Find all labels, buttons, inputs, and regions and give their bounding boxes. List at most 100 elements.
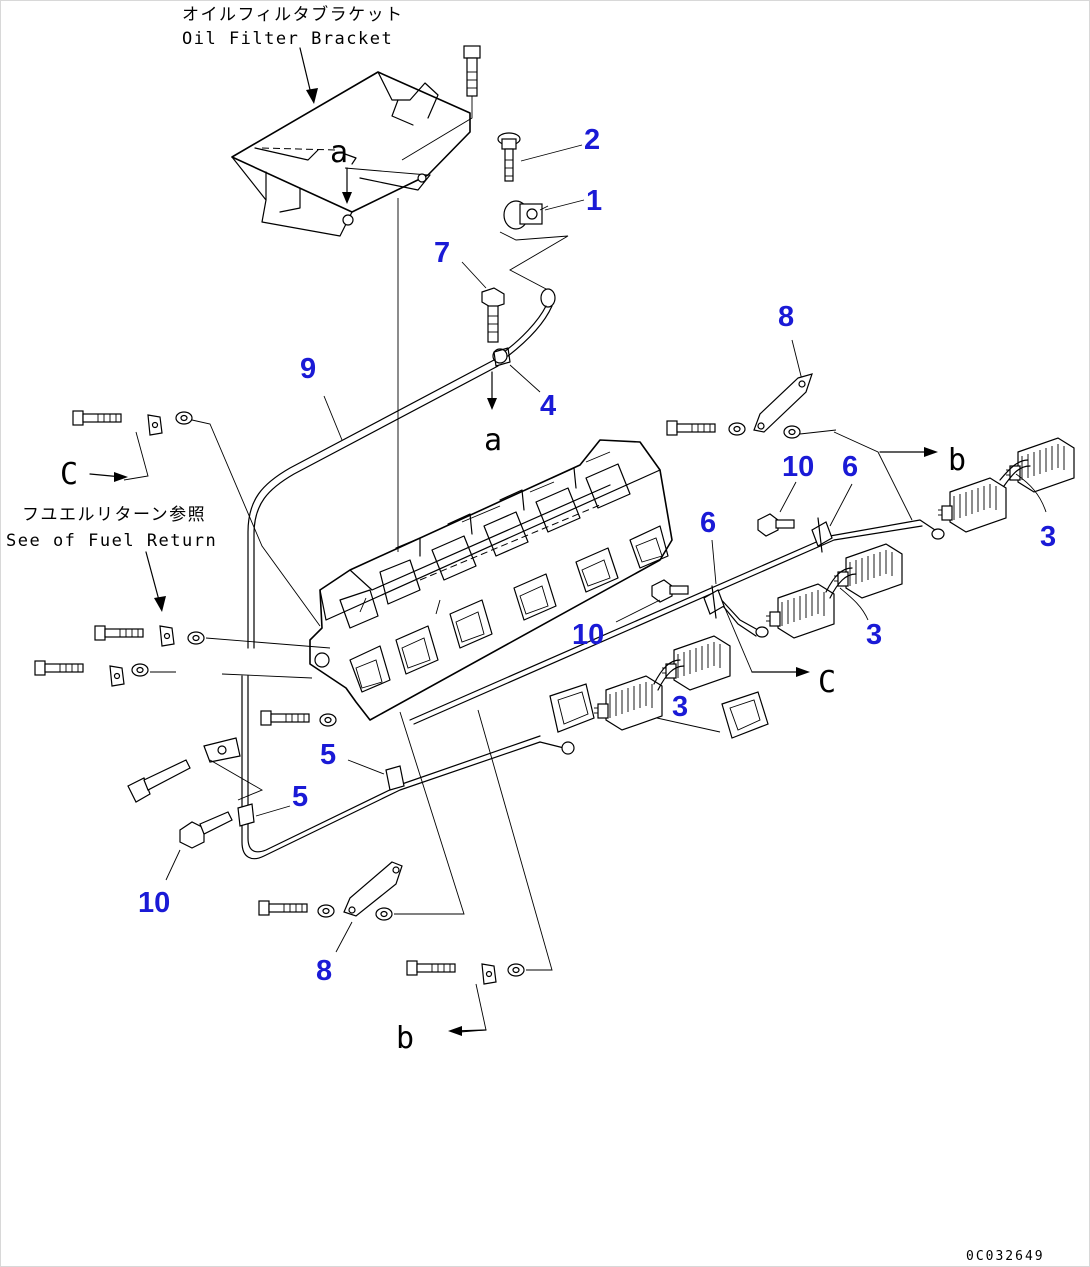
callout-part-10-lower: 10 [138,887,170,919]
callout-part-10-middle: 10 [572,619,604,651]
callout-part-3-a: 3 [1040,521,1056,553]
callout-part-8-upper: 8 [778,301,794,333]
part-2-bolt [497,132,521,182]
part-9-pipe [241,359,541,860]
gasket-right [721,691,769,739]
lower-left-clip [109,665,125,687]
leader-part-6-lower [711,539,717,585]
bottom-bolt [406,960,456,976]
fuel-return-jp-label: フユエルリターン参照 [22,505,206,525]
fuel-return-en-label: See of Fuel Return [6,531,217,551]
ref-letter-b-lower: b [396,1021,414,1056]
injector-3-lower [593,675,663,731]
callout-part-6-lower: 6 [700,507,716,539]
mid-lower-washer [319,713,337,727]
fuel-return-pointer-arrow [145,551,166,612]
leader-part-10-middle [615,599,661,623]
part-5-clamp-upper [385,765,405,791]
part-8-upper-strap [753,373,813,433]
bracket-pointer-arrow [299,47,318,104]
mid-left-washer [187,631,205,645]
ref-b-upper-arrow [879,447,938,457]
ref-letter-a-lower: a [484,423,502,458]
callout-part-5-upper: 5 [320,739,336,771]
callout-part-2: 2 [584,124,600,156]
oil-filter-bracket-en-label: Oil Filter Bracket [182,29,393,49]
part-10-upper-bolt [757,513,795,537]
callout-part-3-b: 3 [866,619,882,651]
leader-part-5-lower [255,805,291,817]
part-4-clamp [492,347,511,367]
upper-right-washer-2 [783,425,801,439]
ref-letter-b-upper: b [948,443,966,478]
callout-part-10-upper: 10 [782,451,814,483]
ref-letter-a-upper: a [330,135,348,170]
leader-part-10-lower [165,849,181,881]
upper-left-bolt [72,410,122,426]
mid-left-clip [159,625,175,647]
lower-left-bolt [34,660,84,676]
injector-harness [409,519,945,755]
callout-part-6-upper: 6 [842,451,858,483]
ref-letter-c-right: C [818,665,836,700]
leader-part-8-upper [791,339,803,381]
bottom-clip [481,963,497,985]
leader-part-6-upper [829,483,853,527]
callout-part-9: 9 [300,353,316,385]
part-7-bolt [481,287,505,343]
callout-part-8-lower: 8 [316,955,332,987]
part-6-clamp-upper [811,517,833,553]
part-1-sensor [499,200,569,291]
leader-part-5-upper [347,759,385,775]
mid-left-bolt [94,625,144,641]
ref-a-lower-arrow [487,371,497,410]
ref-letter-c-left: C [60,457,78,492]
top-vertical-bolt [401,45,481,161]
ref-a-down-arrow [342,167,352,204]
mid-lower-bolt [260,710,310,726]
lower-left-washer [131,663,149,677]
leader-part-1 [544,199,585,211]
washer-guide [799,429,837,435]
injector-2-upper [833,543,903,599]
leader-part-8-lower [335,921,353,953]
gasket-left [549,683,595,733]
upper-left-guide [191,419,321,627]
ref-c-right-arrow [751,667,810,677]
leader-part-7 [461,261,487,289]
sensor-harness [503,288,556,357]
drawing-code: 0C032649 [966,1249,1045,1264]
ref-c-left-arrow [89,472,128,482]
cylinder-head [309,439,673,721]
angled-bolt [127,737,264,803]
upper-right-bolt [666,420,716,436]
upper-left-clip [147,414,163,436]
part-10-middle-bolt [651,579,689,603]
upper-left-washer [175,411,193,425]
leader-part-10-upper [779,481,797,513]
lower-bolt-1 [258,900,308,916]
injector-3-upper [661,635,731,691]
oil-filter-bracket-jp-label: オイルフィルタブラケット [182,4,404,25]
callout-part-7: 7 [434,237,450,269]
leader-part-2 [520,144,583,162]
part-5-clamp-lower [237,803,255,827]
callout-part-4: 4 [540,390,556,422]
part-10-lower-bolt [179,811,233,849]
injector-1-upper [1005,437,1075,493]
leader-part-9 [323,395,343,441]
callout-part-1: 1 [586,185,602,217]
bottom-washer [507,963,525,977]
injector-1-lower [937,477,1007,533]
leader-part-4 [509,364,541,393]
lower-washer-1 [317,904,335,918]
part-6-clamp-lower [703,585,725,619]
callout-part-5-lower: 5 [292,781,308,813]
oil-filter-bracket [231,71,471,237]
upper-right-washer [728,422,746,436]
ref-b-lower-arrow [448,1026,487,1036]
injector-2-lower [765,583,835,639]
callout-part-3-c: 3 [672,691,688,723]
